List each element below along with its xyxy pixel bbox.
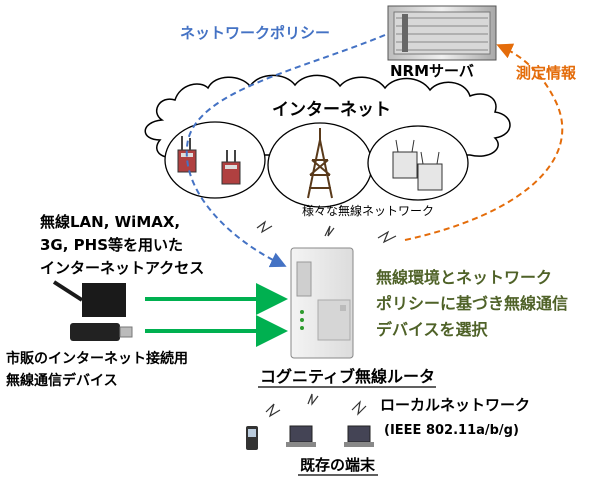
various-wireless-label: 様々な無線ネットワーク: [302, 204, 435, 218]
access-text-line3: インターネットアクセス: [40, 259, 205, 277]
devices-text-line2: 無線通信デバイス: [6, 373, 118, 389]
internet-label: インターネット: [272, 100, 391, 120]
select-text-line2: ポリシーに基づき無線通信: [376, 294, 569, 313]
local-network-label: ローカルネットワーク: [380, 396, 531, 414]
nrm-server-label: NRMサーバ: [390, 62, 474, 80]
network-policy-label: ネットワークポリシー: [180, 24, 331, 42]
select-text-line3: デバイスを選択: [376, 320, 488, 339]
router-device-icon: [290, 247, 354, 359]
existing-terminals-label: 既存の端末: [300, 456, 376, 474]
access-text-line2: 3G, PHS等を用いた: [40, 236, 184, 254]
wireless-usb-devices: [52, 280, 133, 341]
phone-icon: [246, 426, 258, 450]
device-connection-arrows: [145, 283, 288, 347]
ieee-label: (IEEE 802.11a/b/g): [384, 423, 519, 438]
laptop-icon: [286, 425, 316, 447]
select-text-line1: 無線環境とネットワーク: [376, 268, 553, 287]
measurement-flow-line: [404, 43, 564, 241]
router-label: コグニティブ無線ルータ: [260, 367, 436, 386]
measurement-info-label: 測定情報: [516, 64, 577, 82]
base-station-icon: [177, 136, 241, 185]
nrm-server-icon: [387, 5, 497, 61]
wireless-signal-icons: [256, 220, 397, 244]
access-text-line1: 無線LAN, WiMAX,: [40, 213, 181, 231]
local-wireless-signals: [265, 393, 367, 418]
access-point-icon: [392, 139, 443, 191]
cell-tower-icon: [307, 128, 333, 199]
laptop-icon-2: [344, 425, 374, 447]
devices-text-line1: 市販のインターネット接続用: [6, 351, 188, 367]
policy-flow-line: [185, 34, 386, 268]
